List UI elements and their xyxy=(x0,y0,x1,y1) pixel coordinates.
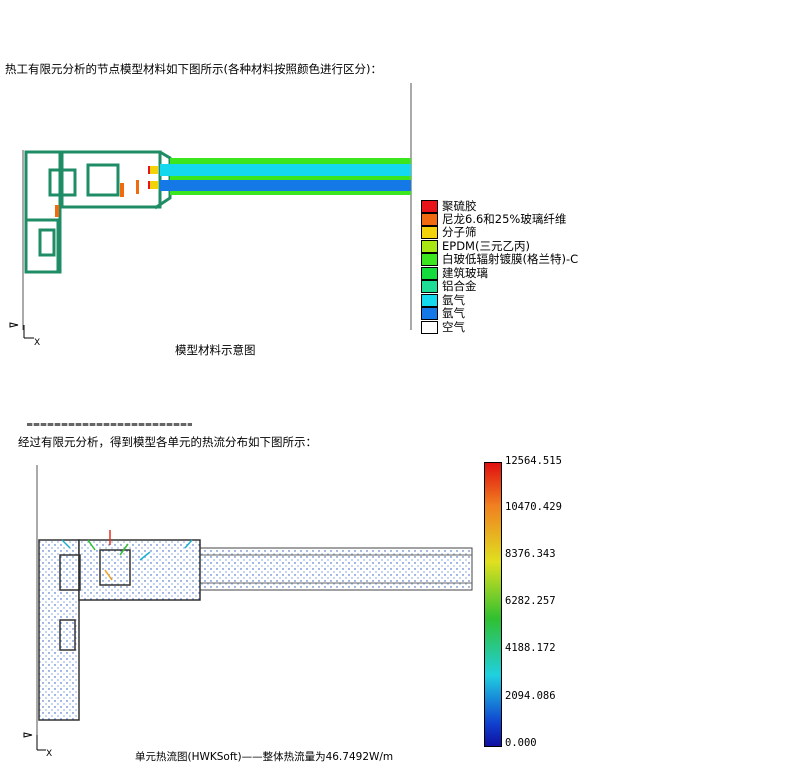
legend-swatch xyxy=(421,213,438,226)
legend-swatch xyxy=(421,226,438,239)
frame-profile xyxy=(38,539,201,721)
nylon-strip xyxy=(136,180,139,194)
figure2-caption: 单元热流图(HWKSoft)——整体热流量为46.7492W/m xyxy=(135,751,394,763)
legend-label: 聚硫胶 xyxy=(442,199,477,213)
legend-swatch xyxy=(421,200,438,213)
legend-item: 聚硫胶 xyxy=(421,200,477,213)
legend-label: 分子筛 xyxy=(442,225,477,239)
legend-item: 氩气 xyxy=(421,307,465,320)
axis-x-label: X xyxy=(34,338,40,348)
clipped-text-line xyxy=(27,423,192,426)
legend-swatch xyxy=(421,267,438,280)
colorbar-label: 0.000 xyxy=(505,737,537,749)
colorbar-label: 6282.257 xyxy=(505,595,556,607)
legend-swatch xyxy=(421,280,438,293)
legend-label: 氩气 xyxy=(442,293,465,307)
colorbar-label: 8376.343 xyxy=(505,548,556,560)
nylon-strip xyxy=(120,183,124,197)
legend-label: 氩气 xyxy=(442,306,465,320)
legend-item: 白玻低辐射镀膜(格兰特)-C xyxy=(421,253,578,266)
heat-flow-diagram: X xyxy=(23,465,473,759)
colorbar-label: 2094.086 xyxy=(505,690,556,702)
intro-text-heatflow: 经过有限元分析，得到模型各单元的热流分布如下图所示： xyxy=(18,435,317,449)
frame-profile xyxy=(24,150,172,274)
legend-label: 空气 xyxy=(442,320,465,334)
colorbar xyxy=(484,462,502,747)
legend-item: 尼龙6.6和25%玻璃纤维 xyxy=(421,213,566,226)
heat-flow-arrows xyxy=(61,530,193,581)
legend-swatch xyxy=(421,294,438,307)
legend-item: 建筑玻璃 xyxy=(421,267,488,280)
legend-swatch xyxy=(421,253,438,266)
intro-text-materials: 热工有限元分析的节点模型材料如下图所示(各种材料按照颜色进行区分)： xyxy=(5,62,382,76)
figure1-caption: 模型材料示意图 xyxy=(175,343,256,357)
nylon-strip xyxy=(55,205,59,217)
colorbar-label: 12564.515 xyxy=(505,455,562,467)
legend-item: 氩气 xyxy=(421,294,465,307)
legend-swatch xyxy=(421,321,438,334)
colorbar-label: 4188.172 xyxy=(505,642,556,654)
glass-unit xyxy=(199,547,473,591)
material-model-diagram: X xyxy=(9,83,412,348)
legend-item: 铝合金 xyxy=(421,280,477,293)
legend-label: 建筑玻璃 xyxy=(442,266,488,280)
legend-swatch xyxy=(421,240,438,253)
colorbar-label: 10470.429 xyxy=(505,501,562,513)
legend-label: 白玻低辐射镀膜(格兰特)-C xyxy=(442,252,579,266)
legend-item: 分子筛 xyxy=(421,226,477,239)
legend-item: 空气 xyxy=(421,321,465,334)
axis-x-label: X xyxy=(46,749,52,759)
axis-symbol xyxy=(23,732,46,751)
legend-label: 铝合金 xyxy=(442,279,477,293)
axis-symbol xyxy=(9,322,34,339)
legend-label: EPDM(三元乙丙) xyxy=(442,239,530,253)
glass-unit xyxy=(148,158,411,195)
legend-item: EPDM(三元乙丙) xyxy=(421,240,530,253)
legend-swatch xyxy=(421,307,438,320)
legend-label: 尼龙6.6和25%玻璃纤维 xyxy=(442,212,567,226)
